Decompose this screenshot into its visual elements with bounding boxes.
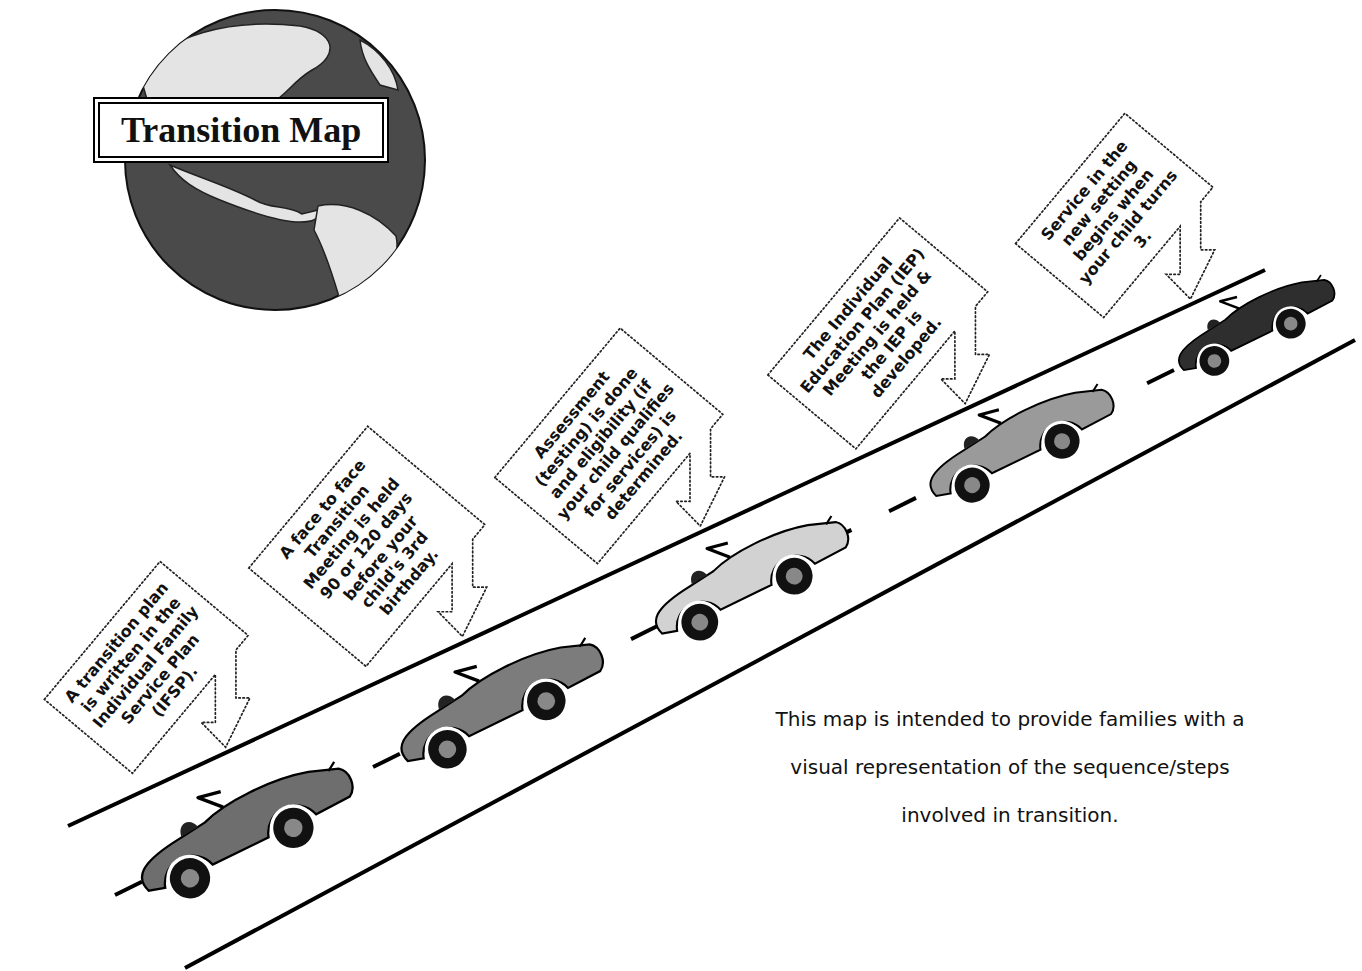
callout-outline [768,217,1030,483]
road [68,270,1355,968]
cars [120,254,1346,917]
callout-outline [1015,113,1254,352]
step-text: Assessment (testing) is done and eligibi… [509,342,708,549]
step-callout: The Individual Education Plan (IEP) Meet… [768,217,987,448]
step-callout: Assessment (testing) is done and eligibi… [495,328,722,563]
step-callout: A face to face Transition Meeting is hel… [249,427,484,667]
map-title: Transition Map [93,97,389,163]
callout-outline [249,427,527,702]
step-callout: A transition plan is written in the Indi… [44,561,247,772]
callout-outline [44,561,290,808]
step-callout: Service in the new setting begins when y… [1015,113,1212,317]
callout-outline [495,328,765,599]
step-text: A face to face Transition Meeting is hel… [263,441,470,652]
caption-note: This map is intended to provide families… [760,695,1260,839]
